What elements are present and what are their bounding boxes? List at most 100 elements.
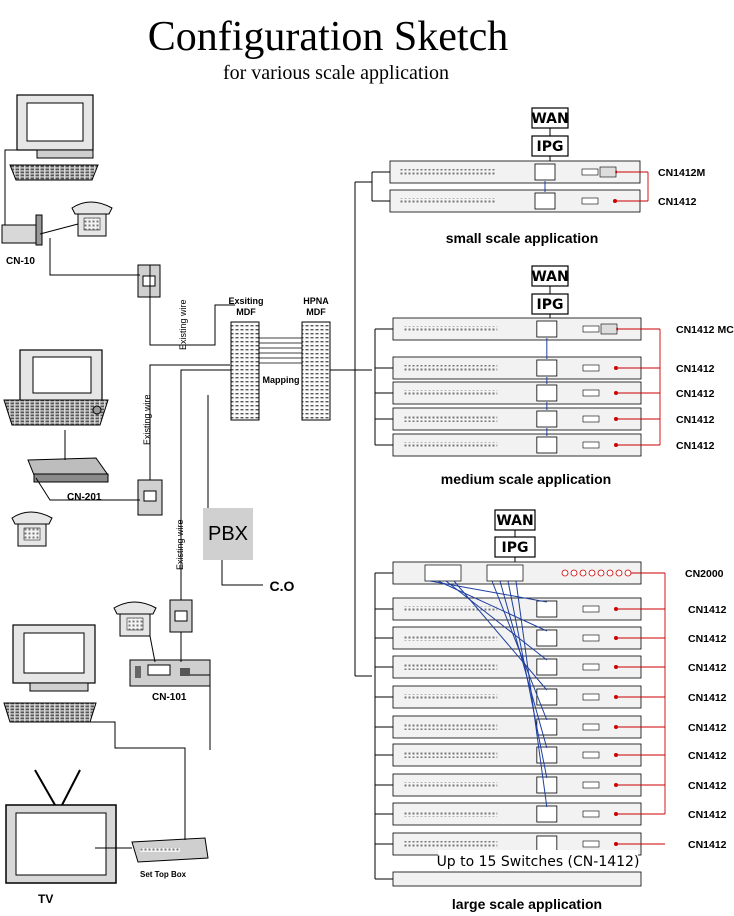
- uplink-port-block: [536, 320, 558, 338]
- cn-201-adapter: [27, 457, 109, 483]
- uplink-port-block: [536, 776, 558, 794]
- unit-label: CN1412 MC: [676, 324, 734, 336]
- serial-port: [582, 723, 600, 731]
- uplink-port-block: [536, 410, 558, 428]
- pbx-box: [203, 508, 253, 560]
- switch-cn1412-1: [392, 597, 642, 621]
- existing-wire-label-3: Existing wire: [175, 519, 185, 570]
- serial-port: [582, 751, 600, 759]
- cn-101-adapter: [129, 659, 211, 687]
- serial-port: [582, 364, 600, 372]
- telephone-3: [113, 601, 157, 637]
- switch-count-note-bg: [438, 850, 638, 870]
- exsiting-mdf-block: [230, 321, 260, 421]
- uplink-port-block: [536, 436, 558, 454]
- serial-port: [582, 810, 600, 818]
- hpna-mdf-block: [301, 321, 331, 421]
- serial-port: [582, 415, 600, 423]
- tv-label: TV: [38, 892, 53, 906]
- wall-jack-1: [137, 264, 161, 298]
- switch-cn1412-2: [392, 381, 642, 405]
- switch-cn1412m-0: [389, 160, 641, 184]
- wall-jack-3: [169, 599, 193, 633]
- unit-label: CN1412: [676, 414, 715, 426]
- exsiting-mdf-label-2: MDF: [236, 307, 256, 317]
- unit-label: CN1412: [688, 809, 727, 821]
- ipg-label: IPG: [537, 139, 564, 155]
- uplink-port-block: [536, 359, 558, 377]
- serial-port: [582, 389, 600, 397]
- wan-label: WAN: [496, 513, 533, 529]
- existing-wire-label-2: Existing wire: [142, 394, 152, 445]
- cn-101-label: CN-101: [152, 692, 187, 703]
- mdf-mapping-wires: [259, 337, 302, 364]
- pbx-label: PBX: [208, 523, 248, 545]
- serial-port: [582, 441, 600, 449]
- cn-10-adapter: [1, 214, 43, 246]
- unit-label: CN1412: [688, 662, 727, 674]
- desktop-computer-1: [9, 94, 99, 181]
- uplink-port-block: [536, 835, 558, 853]
- group-caption: small scale application: [446, 230, 599, 246]
- desktop-computer-2: [3, 349, 109, 426]
- unit-label: CN1412: [688, 750, 727, 762]
- uplink-port-block: [536, 658, 558, 676]
- cn-10-label: CN-10: [6, 256, 35, 267]
- unit-label: CN1412: [658, 196, 697, 208]
- uplink-port-block: [536, 600, 558, 618]
- unit-label: CN1412: [688, 722, 727, 734]
- switch-cn2000: [392, 561, 642, 585]
- diagram-subtitle: for various scale application: [223, 62, 449, 84]
- unit-label: CN1412: [688, 692, 727, 704]
- serial-port: [582, 693, 600, 701]
- set-top-box-label: Set Top Box: [140, 870, 187, 879]
- switch-cn1412-8: [392, 802, 642, 826]
- uplink-port-block: [536, 384, 558, 402]
- mapping-label: Mapping: [263, 375, 300, 385]
- telephone-2: [11, 511, 53, 547]
- unit-label: CN1412: [688, 633, 727, 645]
- desktop-computer-3: [3, 624, 97, 723]
- switch-count-note: Up to 15 Switches (CN-1412): [437, 854, 640, 870]
- ipg-label: IPG: [502, 540, 529, 556]
- large-caption: large scale application: [452, 896, 602, 912]
- hpna-mdf-label-2: MDF: [306, 307, 326, 317]
- uplink-port-block: [536, 805, 558, 823]
- switch-cn1412-1: [389, 189, 641, 213]
- unit-label: CN1412M: [658, 167, 706, 179]
- large-scale-group: WANIPGCN2000CN1412CN1412CN1412CN1412CN14…: [374, 509, 727, 887]
- exsiting-mdf-label-1: Exsiting: [228, 296, 263, 306]
- small-scale-group: WAN IPG CN1412M CN1412 small scale applicati…: [371, 107, 706, 246]
- unit-label: CN1412: [688, 604, 727, 616]
- switch-extra: [392, 871, 642, 887]
- cn-201-label: CN-201: [67, 492, 102, 503]
- diagram-title: Configuration Sketch: [148, 14, 508, 60]
- serial-port: [582, 325, 600, 333]
- co-label: C.O: [270, 578, 295, 594]
- uplink-port-block: [534, 192, 556, 210]
- existing-wire-label-1: Existing wire: [178, 299, 188, 350]
- tv-set: [5, 769, 117, 884]
- switch-cn1412-4: [392, 433, 642, 457]
- serial-port: [582, 634, 600, 642]
- unit-label: CN2000: [685, 568, 724, 580]
- unit-label: CN1412: [676, 363, 715, 375]
- serial-port: [582, 781, 600, 789]
- serial-port: [582, 840, 600, 848]
- unit-label: CN1412: [676, 440, 715, 452]
- unit-label: CN1412: [688, 780, 727, 792]
- serial-port: [581, 168, 599, 176]
- unit-label: CN1412: [676, 388, 715, 400]
- serial-port: [581, 197, 599, 205]
- switch-cn1412-mc-0: [392, 317, 642, 341]
- wan-label: WAN: [531, 111, 568, 127]
- wall-jack-2: [137, 479, 163, 516]
- hpna-mdf-label-1: HPNA: [303, 296, 329, 306]
- uplink-port-block: [534, 163, 556, 181]
- serial-port: [582, 605, 600, 613]
- switch-cn1412-1: [392, 356, 642, 380]
- unit-label: CN1412: [688, 839, 727, 851]
- switch-cn1412-5: [392, 715, 642, 739]
